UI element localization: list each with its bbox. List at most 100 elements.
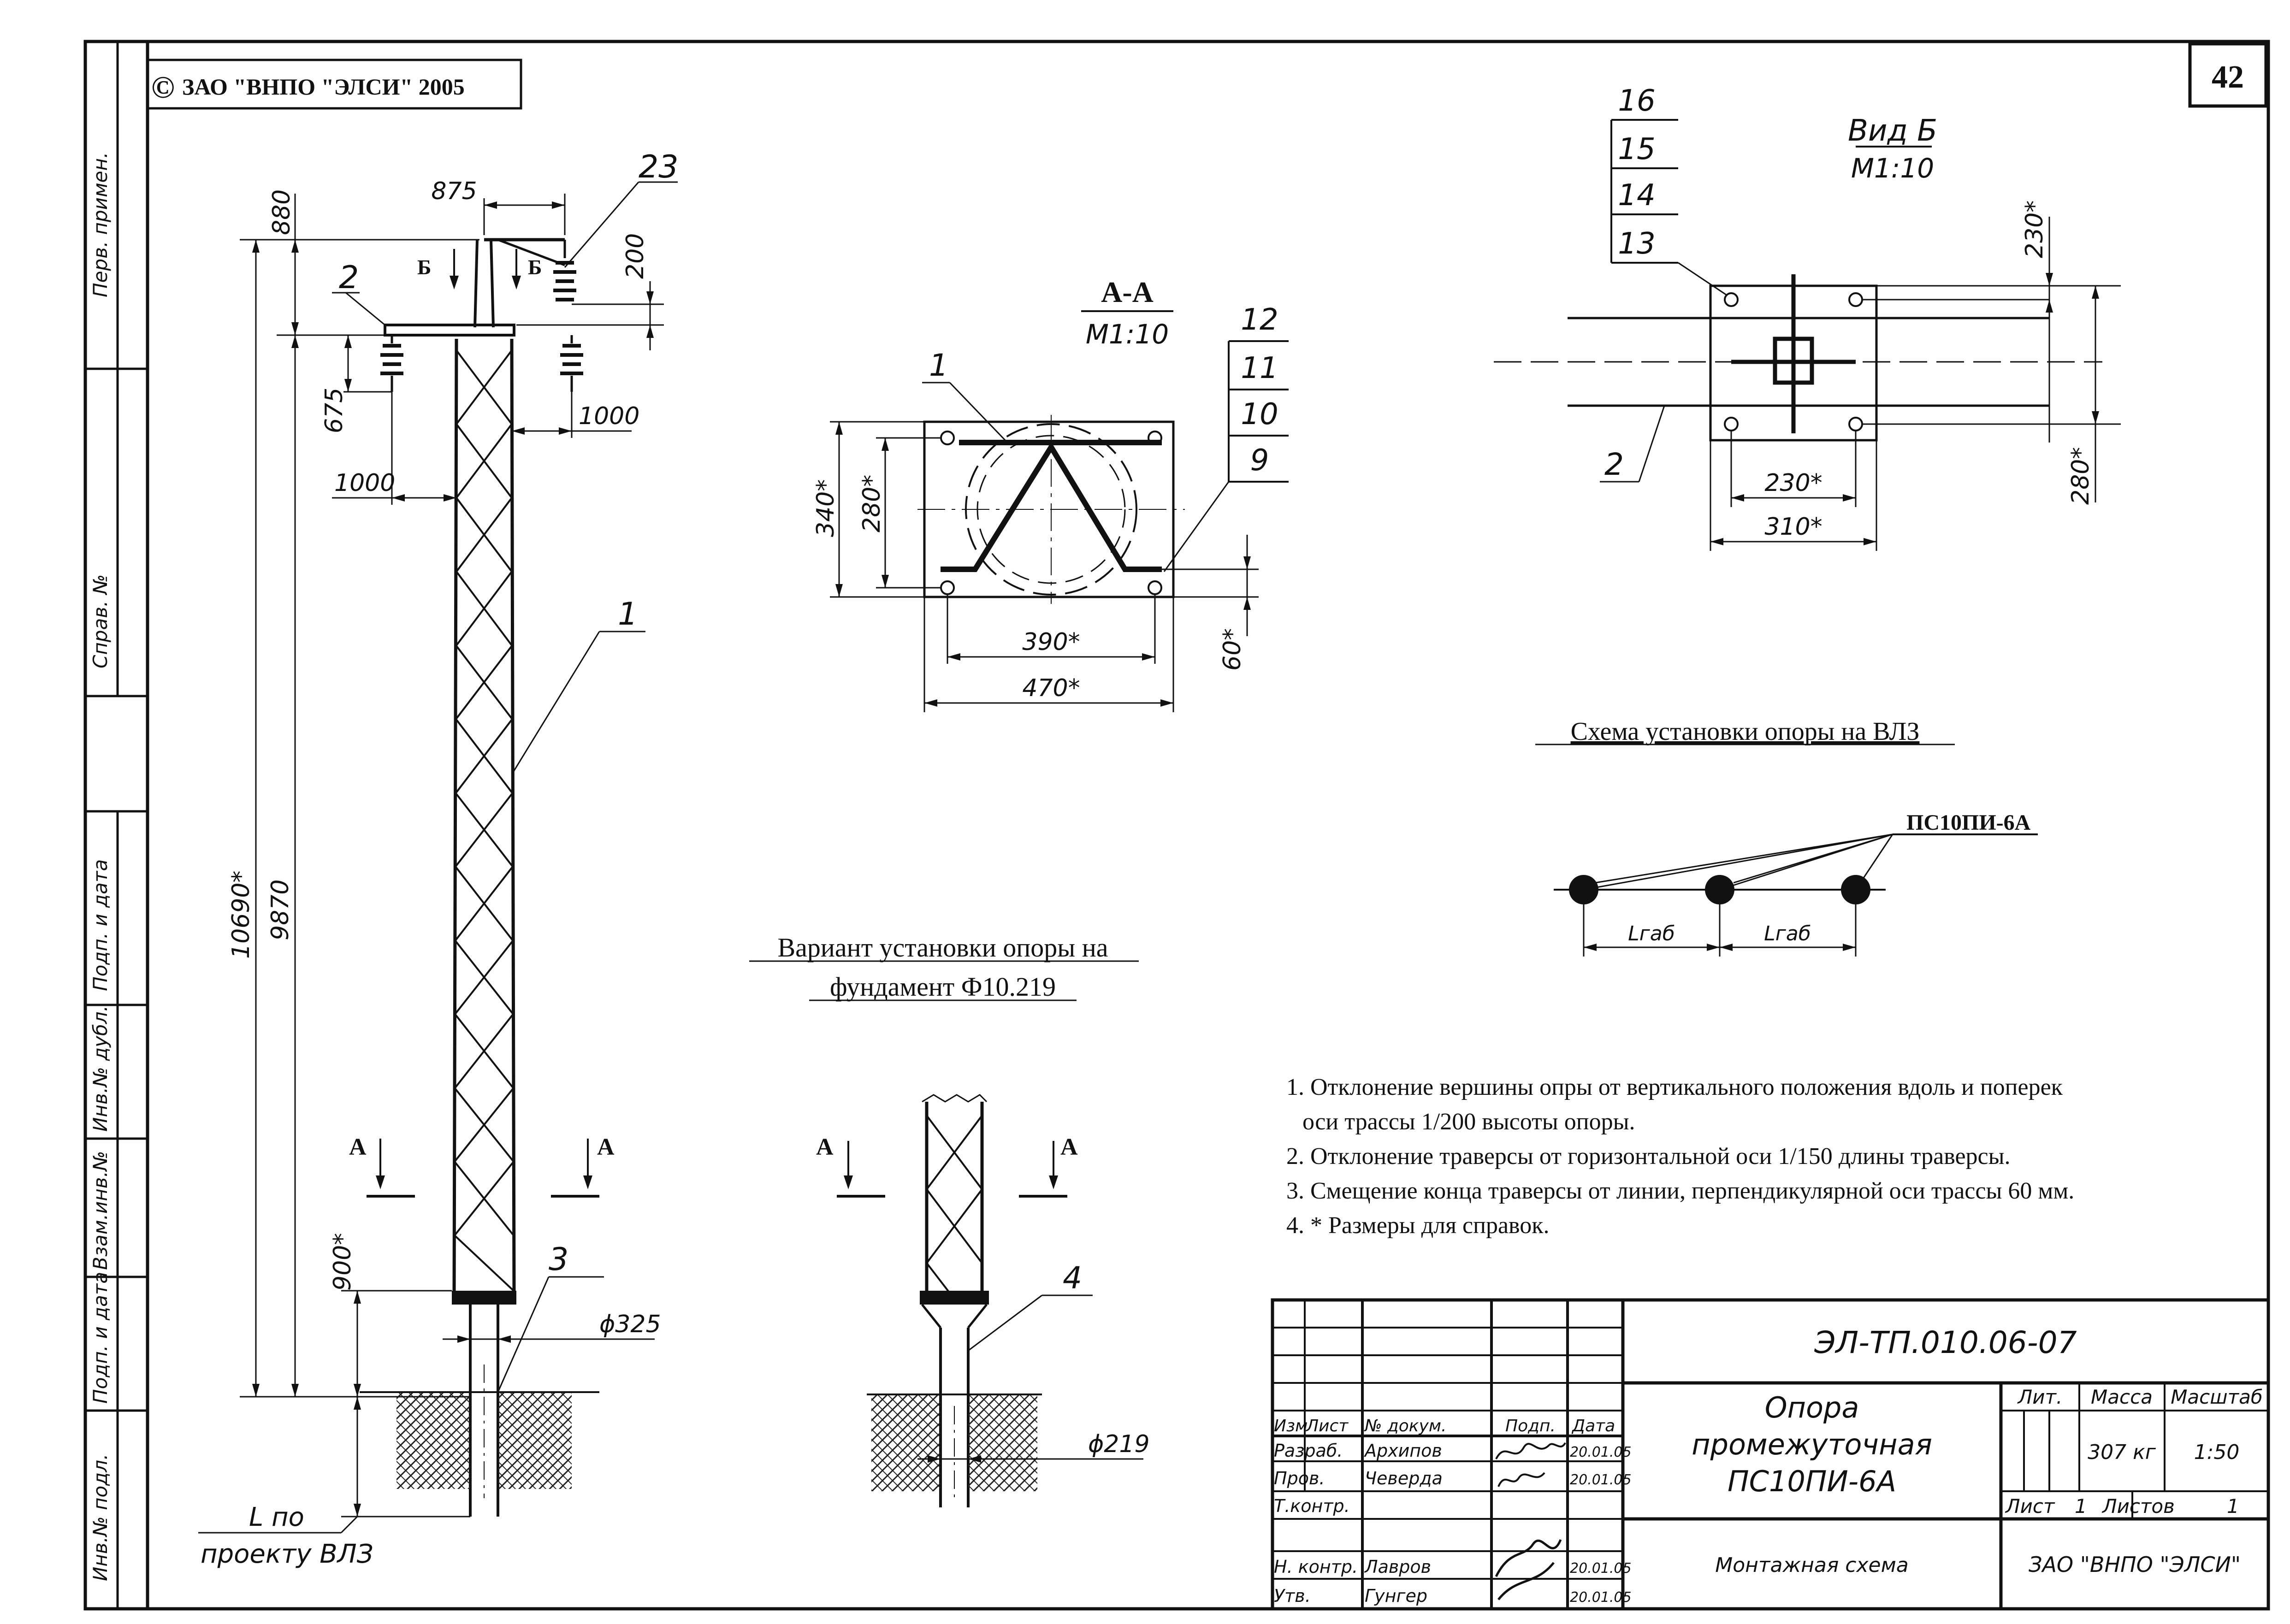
dim-phi325: ϕ325: [599, 1311, 661, 1338]
razrab-date: 20.01.05: [1570, 1444, 1632, 1460]
prov-date: 20.01.05: [1570, 1472, 1632, 1488]
strip-perv-primen: Перв. примен.: [89, 152, 112, 297]
dim-1000-left: 1000: [334, 469, 395, 497]
dim-10690: 10690*: [227, 871, 255, 959]
dim-900: 900*: [329, 1233, 356, 1291]
masshtab-value: 1:50: [2194, 1441, 2240, 1464]
dim-880: 880: [268, 189, 296, 235]
callout-2: 2: [339, 260, 359, 296]
dim-675: 675: [320, 388, 348, 433]
view-b-scale: М1:10: [1851, 153, 1934, 184]
scheme-title: Схема установки опоры на ВЛЗ: [1571, 717, 1920, 746]
dim-280-vertical: 280*: [2067, 447, 2095, 505]
elevation-labels: 875 880 200 675 1000 1000 10690* 9870 90…: [201, 149, 679, 1569]
dim-390: 390*: [1022, 628, 1080, 656]
copyright-symbol: ©: [151, 70, 175, 105]
sheet-frame: [83, 40, 2270, 1611]
col-izm: Изм: [1274, 1417, 1308, 1435]
variant-marker-a-left: А: [816, 1134, 834, 1160]
lgab-label-2: Lгаб: [1764, 922, 1811, 945]
dim-9870: 9870: [266, 880, 294, 940]
dim-60: 60*: [1219, 628, 1246, 671]
foundation-variant: Вариант установки опоры на фундамент Ф10…: [749, 933, 1150, 1507]
note-1: 1. Отклонение вершины опры от вертикальн…: [1286, 1074, 2063, 1100]
proektu-label: проекту ВЛЗ: [201, 1539, 373, 1569]
marker-a-right: А: [597, 1134, 615, 1160]
col-dokum: № докум.: [1364, 1417, 1446, 1435]
insulator-right-icon: [560, 335, 583, 392]
strip-inv-dubl: Инв.№ дубл.: [89, 1005, 112, 1132]
listov-label: Листов: [2101, 1495, 2175, 1518]
strip-podp-data-1: Подп. и дата: [89, 859, 112, 991]
signature-razrab: [1495, 1442, 1566, 1459]
dim-230-vertical: 230*: [2021, 201, 2048, 258]
utv-name: Гунгер: [1365, 1586, 1427, 1606]
marker-a-left: А: [349, 1134, 367, 1160]
variant-marker-a-right: А: [1060, 1134, 1078, 1160]
note-3: 3. Смещение конца траверсы от линии, пер…: [1286, 1178, 2074, 1204]
nkontr-label: Н. контр.: [1274, 1557, 1358, 1577]
strip-vzam-inv: Взам.инв.№: [89, 1151, 112, 1270]
section-aa-title: А-А: [1101, 276, 1154, 308]
name-line2: промежуточная: [1692, 1428, 1932, 1461]
doc-code: ЭЛ-ТП.010.06-07: [1814, 1325, 2077, 1360]
dim-875: 875: [431, 177, 477, 205]
note-4: 4. * Размеры для справок.: [1286, 1212, 1550, 1239]
marker-b-left: Б: [417, 255, 431, 279]
utv-label: Утв.: [1274, 1586, 1311, 1606]
section-aa-scale: М1:10: [1086, 319, 1169, 350]
dim-470: 470*: [1022, 674, 1080, 702]
razrab-label: Разраб.: [1274, 1441, 1343, 1461]
dim-340: 340*: [812, 479, 840, 537]
dim-280: 280*: [858, 475, 886, 532]
view-b: Вид Б М1:10 16 15 14 13 2: [1494, 84, 2121, 551]
stack-15: 15: [1618, 132, 1655, 166]
name-line3: ПС10ПИ-6А: [1728, 1465, 1896, 1498]
dim-200: 200: [621, 233, 649, 279]
tkontr-label: Т.контр.: [1274, 1496, 1350, 1516]
massa-label: Масса: [2091, 1386, 2153, 1408]
note-1-cont: оси трассы 1/200 высоты опоры.: [1302, 1109, 1635, 1135]
dim-phi219: ϕ219: [1088, 1430, 1150, 1458]
section-aa: А-А М1:10 12 11 10 9: [812, 276, 1289, 712]
callout-23: 23: [639, 149, 679, 185]
elevation-dimensions: [198, 181, 678, 1534]
col-data: Дата: [1571, 1417, 1615, 1435]
stack-14: 14: [1618, 178, 1655, 213]
nkontr-date: 20.01.05: [1570, 1560, 1632, 1577]
insulator-top-right-icon: [553, 240, 576, 301]
list-label: Лист: [2005, 1495, 2055, 1518]
notes: 1. Отклонение вершины опры от вертикальн…: [1286, 1074, 2074, 1239]
strip-podp-data-2: Подп. и дата: [89, 1272, 112, 1404]
listov-value: 1: [2227, 1495, 2239, 1518]
page-number: 42: [2212, 59, 2244, 95]
strip-inv-podl: Инв.№ подл.: [89, 1454, 112, 1581]
callout-3: 3: [549, 1241, 568, 1278]
variant-callout-4: 4: [1063, 1260, 1082, 1296]
title-block: ЭЛ-ТП.010.06-07 Опора промежуточная ПС10…: [1271, 1298, 2270, 1611]
dim-1000-right: 1000: [579, 402, 639, 430]
installation-scheme: Схема установки опоры на ВЛЗ ПС10ПИ-6А L…: [1535, 717, 2038, 957]
stack-13: 13: [1618, 227, 1655, 261]
prov-label: Пров.: [1274, 1468, 1325, 1488]
prov-name: Чеверда: [1365, 1468, 1443, 1488]
masshtab-label: Масштаб: [2171, 1386, 2263, 1408]
razrab-name: Архипов: [1363, 1441, 1442, 1461]
strip-sprav-no: Справ. №: [89, 574, 112, 668]
utv-date: 20.01.05: [1570, 1589, 1632, 1606]
stack-9: 9: [1250, 443, 1269, 478]
dim-230-horizontal: 230*: [1764, 469, 1822, 497]
section-callout-1: 1: [929, 348, 948, 383]
dim-310-horizontal: 310*: [1764, 513, 1822, 541]
stack-16: 16: [1618, 84, 1655, 118]
callout-1: 1: [618, 596, 638, 632]
stack-11: 11: [1241, 351, 1278, 385]
insulator-left-icon: [380, 335, 403, 392]
massa-value: 307 кг: [2088, 1441, 2156, 1464]
stack-10: 10: [1241, 397, 1278, 431]
tower-elevation: [360, 238, 599, 1517]
drawing-type: Монтажная схема: [1715, 1553, 1909, 1577]
col-podp: Подп.: [1505, 1417, 1556, 1435]
note-2: 2. Отклонение траверсы от горизонтальной…: [1286, 1143, 2011, 1169]
